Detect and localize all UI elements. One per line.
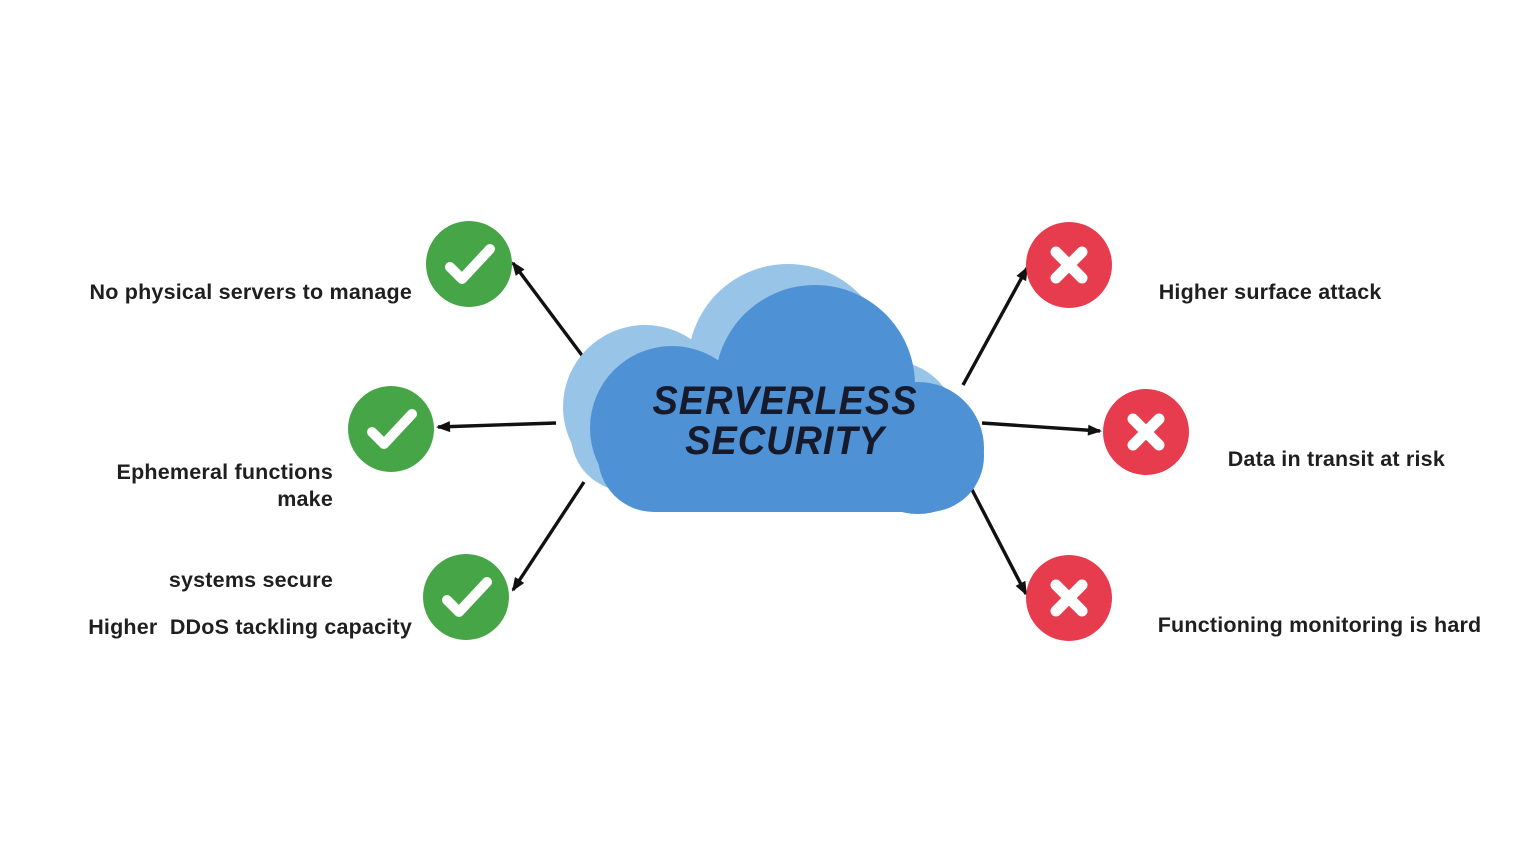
pro-badge-3 — [423, 554, 509, 640]
cloud-icon — [590, 285, 984, 514]
con-label-3: Functioning monitoring is hard — [1133, 585, 1513, 666]
con-label-3-text: Functioning monitoring is hard — [1157, 613, 1482, 637]
pro-label-1-text: No physical servers to manage — [89, 280, 412, 304]
arrow-to-con-3 — [966, 481, 1028, 596]
pro-label-2: Ephemeral functions make systems secure — [60, 405, 333, 648]
connector-arrows — [436, 261, 1102, 596]
x-icon — [1050, 246, 1088, 284]
con-label-2: Data in transit at risk — [1203, 419, 1533, 500]
arrow-to-con-1 — [961, 266, 1029, 386]
x-icon — [1050, 579, 1088, 617]
pro-label-2-line-2: systems secure — [168, 568, 333, 592]
con-badges — [1026, 222, 1189, 641]
con-label-1: Higher surface attack — [1134, 252, 1494, 333]
pro-label-1: No physical servers to manage — [60, 252, 412, 333]
page-title: SERVERLESS SECURITY — [652, 381, 917, 461]
arrow-to-pro-3 — [511, 481, 586, 592]
pro-label-3-text: Higher DDoS tackling capacity — [88, 615, 412, 639]
con-label-2-text: Data in transit at risk — [1227, 447, 1445, 471]
pro-badge-1 — [426, 221, 512, 307]
arrow-to-pro-2 — [436, 421, 557, 433]
pro-label-2-line-1: Ephemeral functions make — [116, 460, 340, 511]
con-badge-2 — [1103, 389, 1189, 475]
page-title-line-2: SECURITY — [685, 419, 885, 463]
arrow-to-pro-1 — [511, 261, 586, 360]
con-badge-3 — [1026, 555, 1112, 641]
pro-label-3: Higher DDoS tackling capacity — [60, 587, 412, 668]
check-icon — [367, 409, 417, 449]
page-title-line-1: SERVERLESS — [652, 379, 918, 423]
arrow-to-con-2 — [981, 421, 1102, 436]
pro-badge-2 — [348, 386, 434, 472]
check-icon — [442, 577, 492, 617]
con-label-1-text: Higher surface attack — [1158, 280, 1382, 304]
pro-badges — [348, 221, 512, 640]
con-badge-1 — [1026, 222, 1112, 308]
check-icon — [445, 244, 495, 284]
x-icon — [1127, 413, 1165, 451]
